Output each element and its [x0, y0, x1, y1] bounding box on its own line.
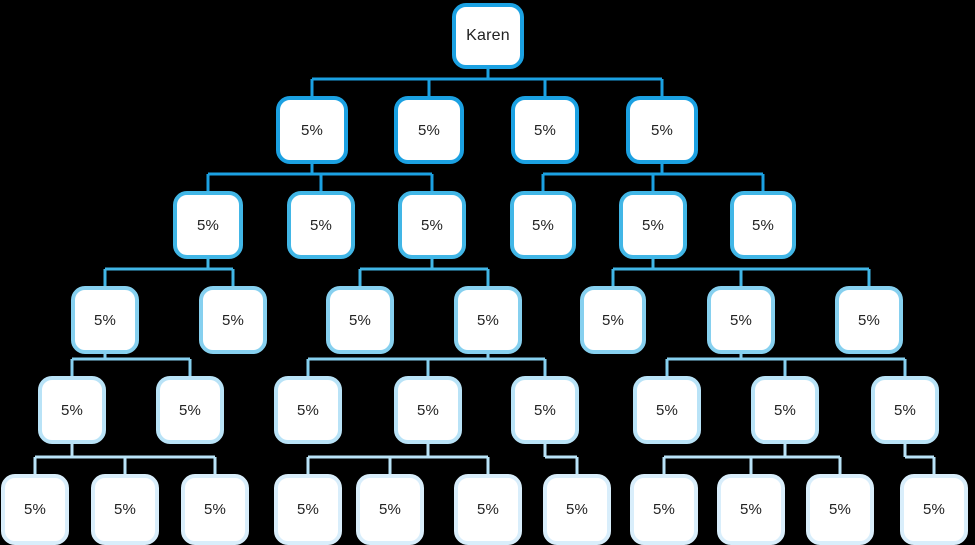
node-label: 5%	[655, 401, 679, 419]
node-label: 5%	[378, 501, 402, 518]
node-label: 5%	[641, 216, 665, 234]
tree-node[interactable]: 5%	[394, 96, 464, 164]
node-label: 5%	[476, 501, 500, 518]
node-label: 5%	[751, 216, 775, 234]
node-label: 5%	[196, 216, 220, 234]
node-label: 5%	[773, 401, 797, 419]
tree-node[interactable]: 5%	[900, 474, 968, 545]
tree-node[interactable]: 5%	[398, 191, 466, 259]
tree-node[interactable]: 5%	[181, 474, 249, 545]
tree-node[interactable]: 5%	[730, 191, 796, 259]
node-label: 5%	[203, 501, 227, 518]
tree-node[interactable]: 5%	[356, 474, 424, 545]
root-node[interactable]: Karen	[452, 3, 524, 69]
tree-node[interactable]: 5%	[454, 286, 522, 354]
tree-node[interactable]: 5%	[630, 474, 698, 545]
tree-node[interactable]: 5%	[707, 286, 775, 354]
node-label: 5%	[417, 121, 441, 139]
node-label: 5%	[533, 121, 557, 139]
tree-node[interactable]: 5%	[38, 376, 106, 444]
node-label: 5%	[60, 401, 84, 419]
node-label: 5%	[601, 311, 625, 329]
tree-node[interactable]: 5%	[543, 474, 611, 545]
node-label: 5%	[828, 501, 852, 518]
node-label: 5%	[922, 501, 946, 518]
node-label: 5%	[729, 311, 753, 329]
tree-node[interactable]: 5%	[276, 96, 348, 164]
tree-node[interactable]: 5%	[751, 376, 819, 444]
node-label: 5%	[93, 311, 117, 329]
tree-node[interactable]: 5%	[511, 376, 579, 444]
tree-node[interactable]: 5%	[1, 474, 69, 545]
tree-node[interactable]: 5%	[274, 376, 342, 444]
node-label: 5%	[531, 216, 555, 234]
node-label: 5%	[650, 121, 674, 139]
tree-node[interactable]: 5%	[633, 376, 701, 444]
tree-node[interactable]: 5%	[580, 286, 646, 354]
tree-node[interactable]: 5%	[199, 286, 267, 354]
node-label: 5%	[565, 501, 589, 518]
tree-node[interactable]: 5%	[717, 474, 785, 545]
node-label: 5%	[300, 121, 324, 139]
tree-node[interactable]: 5%	[511, 96, 579, 164]
tree-node[interactable]: 5%	[871, 376, 939, 444]
node-label: 5%	[309, 216, 333, 234]
tree-node[interactable]: 5%	[454, 474, 522, 545]
tree-node[interactable]: 5%	[806, 474, 874, 545]
tree-node[interactable]: 5%	[510, 191, 576, 259]
tree-node[interactable]: 5%	[173, 191, 243, 259]
tree-node[interactable]: 5%	[326, 286, 394, 354]
node-label: 5%	[857, 311, 881, 329]
node-label: 5%	[221, 311, 245, 329]
node-label: 5%	[533, 401, 557, 419]
node-label: 5%	[739, 501, 763, 518]
node-label: 5%	[416, 401, 440, 419]
tree-node[interactable]: 5%	[274, 474, 342, 545]
tree-node[interactable]: 5%	[394, 376, 462, 444]
node-label: 5%	[178, 401, 202, 419]
tree-node[interactable]: 5%	[156, 376, 224, 444]
node-label: 5%	[652, 501, 676, 518]
node-label: 5%	[476, 311, 500, 329]
tree-node[interactable]: 5%	[626, 96, 698, 164]
tree-node[interactable]: 5%	[287, 191, 355, 259]
node-label: 5%	[296, 501, 320, 518]
node-label: 5%	[113, 501, 137, 518]
tree-node[interactable]: 5%	[835, 286, 903, 354]
node-label: Karen	[466, 27, 510, 44]
tree-node[interactable]: 5%	[71, 286, 139, 354]
tree-node[interactable]: 5%	[91, 474, 159, 545]
node-label: 5%	[893, 401, 917, 419]
node-label: 5%	[420, 216, 444, 234]
node-label: 5%	[296, 401, 320, 419]
node-label: 5%	[23, 501, 47, 518]
node-label: 5%	[348, 311, 372, 329]
tree-node[interactable]: 5%	[619, 191, 687, 259]
